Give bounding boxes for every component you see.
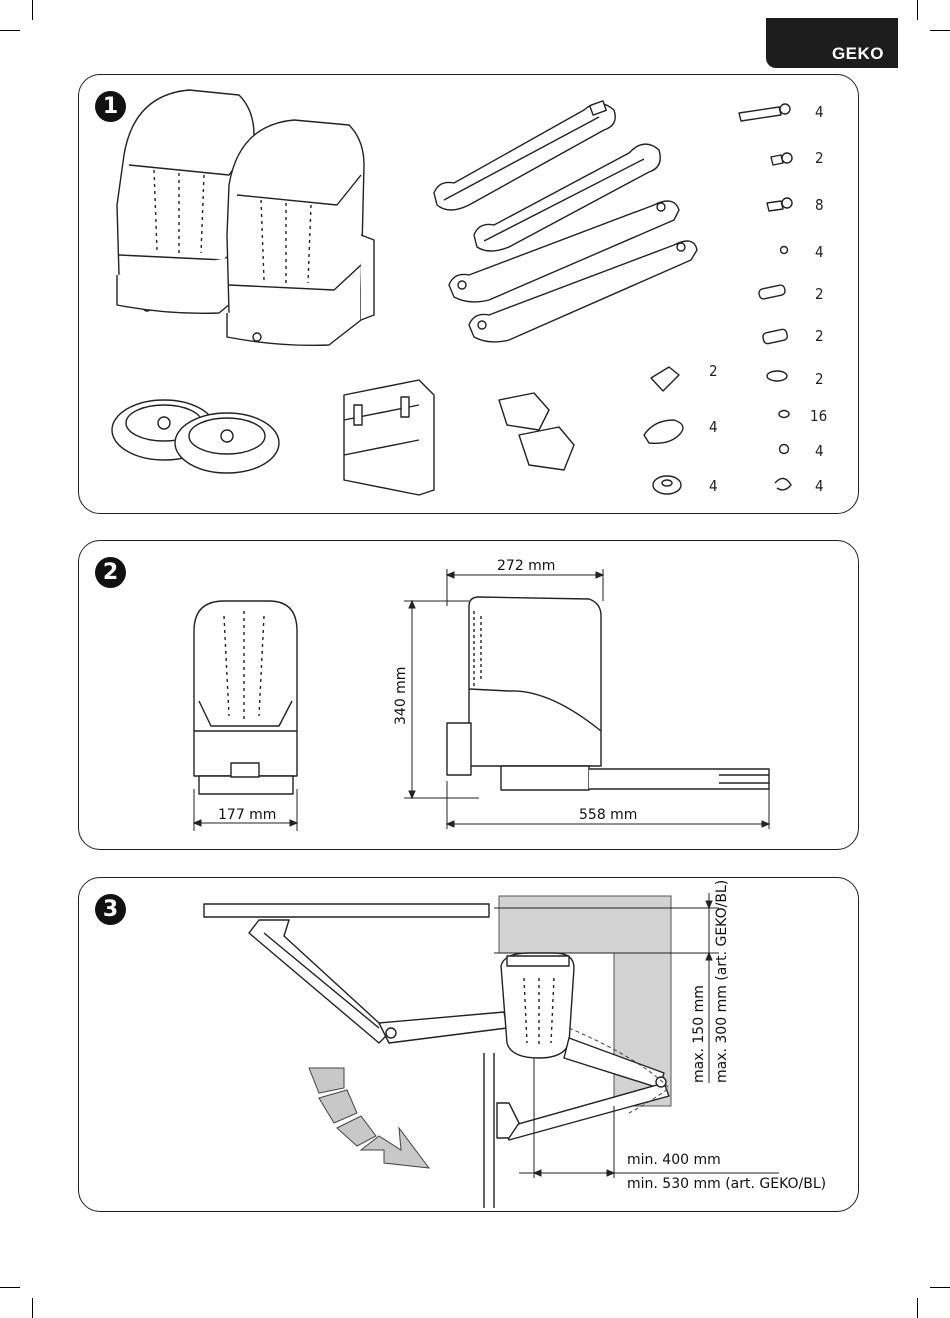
qty-washer: 2 bbox=[815, 370, 824, 388]
dim-depth-label: 272 mm bbox=[497, 558, 555, 574]
panel-dimensions: 2 bbox=[78, 540, 859, 850]
panel-contents: 1 bbox=[78, 74, 859, 514]
dim-width-label: 177 mm bbox=[218, 807, 276, 823]
qty-small-screw: 4 bbox=[815, 243, 824, 261]
qty-short-screw: 2 bbox=[815, 149, 824, 167]
qty-nut: 4 bbox=[815, 442, 824, 460]
qty-hex-screw: 8 bbox=[815, 196, 824, 214]
crop-mark-bottom-left-v bbox=[32, 1298, 33, 1318]
crop-mark-top-left bbox=[0, 30, 20, 31]
qty-pin-a: 2 bbox=[815, 285, 824, 303]
crop-mark-bottom-right bbox=[930, 1287, 950, 1288]
crop-mark-bottom-left bbox=[0, 1287, 20, 1288]
crop-mark-top-right-v bbox=[917, 0, 918, 20]
crop-mark-bottom-right-v bbox=[917, 1298, 918, 1318]
qty-clip: 4 bbox=[815, 477, 824, 495]
max-300-label: max. 300 mm (art. GEKO/BL) bbox=[714, 880, 730, 1083]
crop-mark-top-right bbox=[930, 30, 950, 31]
qty-pin-b: 2 bbox=[815, 327, 824, 345]
parts-illustration bbox=[79, 75, 860, 515]
qty-stopper: 4 bbox=[709, 418, 718, 436]
max-150-label: max. 150 mm bbox=[691, 985, 707, 1083]
qty-small-washer: 16 bbox=[810, 407, 827, 425]
qty-release-key: 2 bbox=[709, 362, 718, 380]
min-400-label: min. 400 mm bbox=[627, 1152, 721, 1168]
crop-mark-top-left-v bbox=[32, 0, 33, 20]
dim-height-label: 340 mm bbox=[393, 667, 409, 725]
qty-long-screw: 4 bbox=[815, 103, 824, 121]
min-530-label: min. 530 mm (art. GEKO/BL) bbox=[627, 1176, 826, 1192]
qty-bush: 4 bbox=[709, 477, 718, 495]
panel-installation: 3 bbox=[78, 877, 859, 1212]
dimensions-illustration bbox=[79, 541, 860, 851]
brand-tab: GEKO bbox=[766, 18, 898, 68]
installation-illustration bbox=[79, 878, 860, 1213]
dim-length-label: 558 mm bbox=[579, 807, 637, 823]
